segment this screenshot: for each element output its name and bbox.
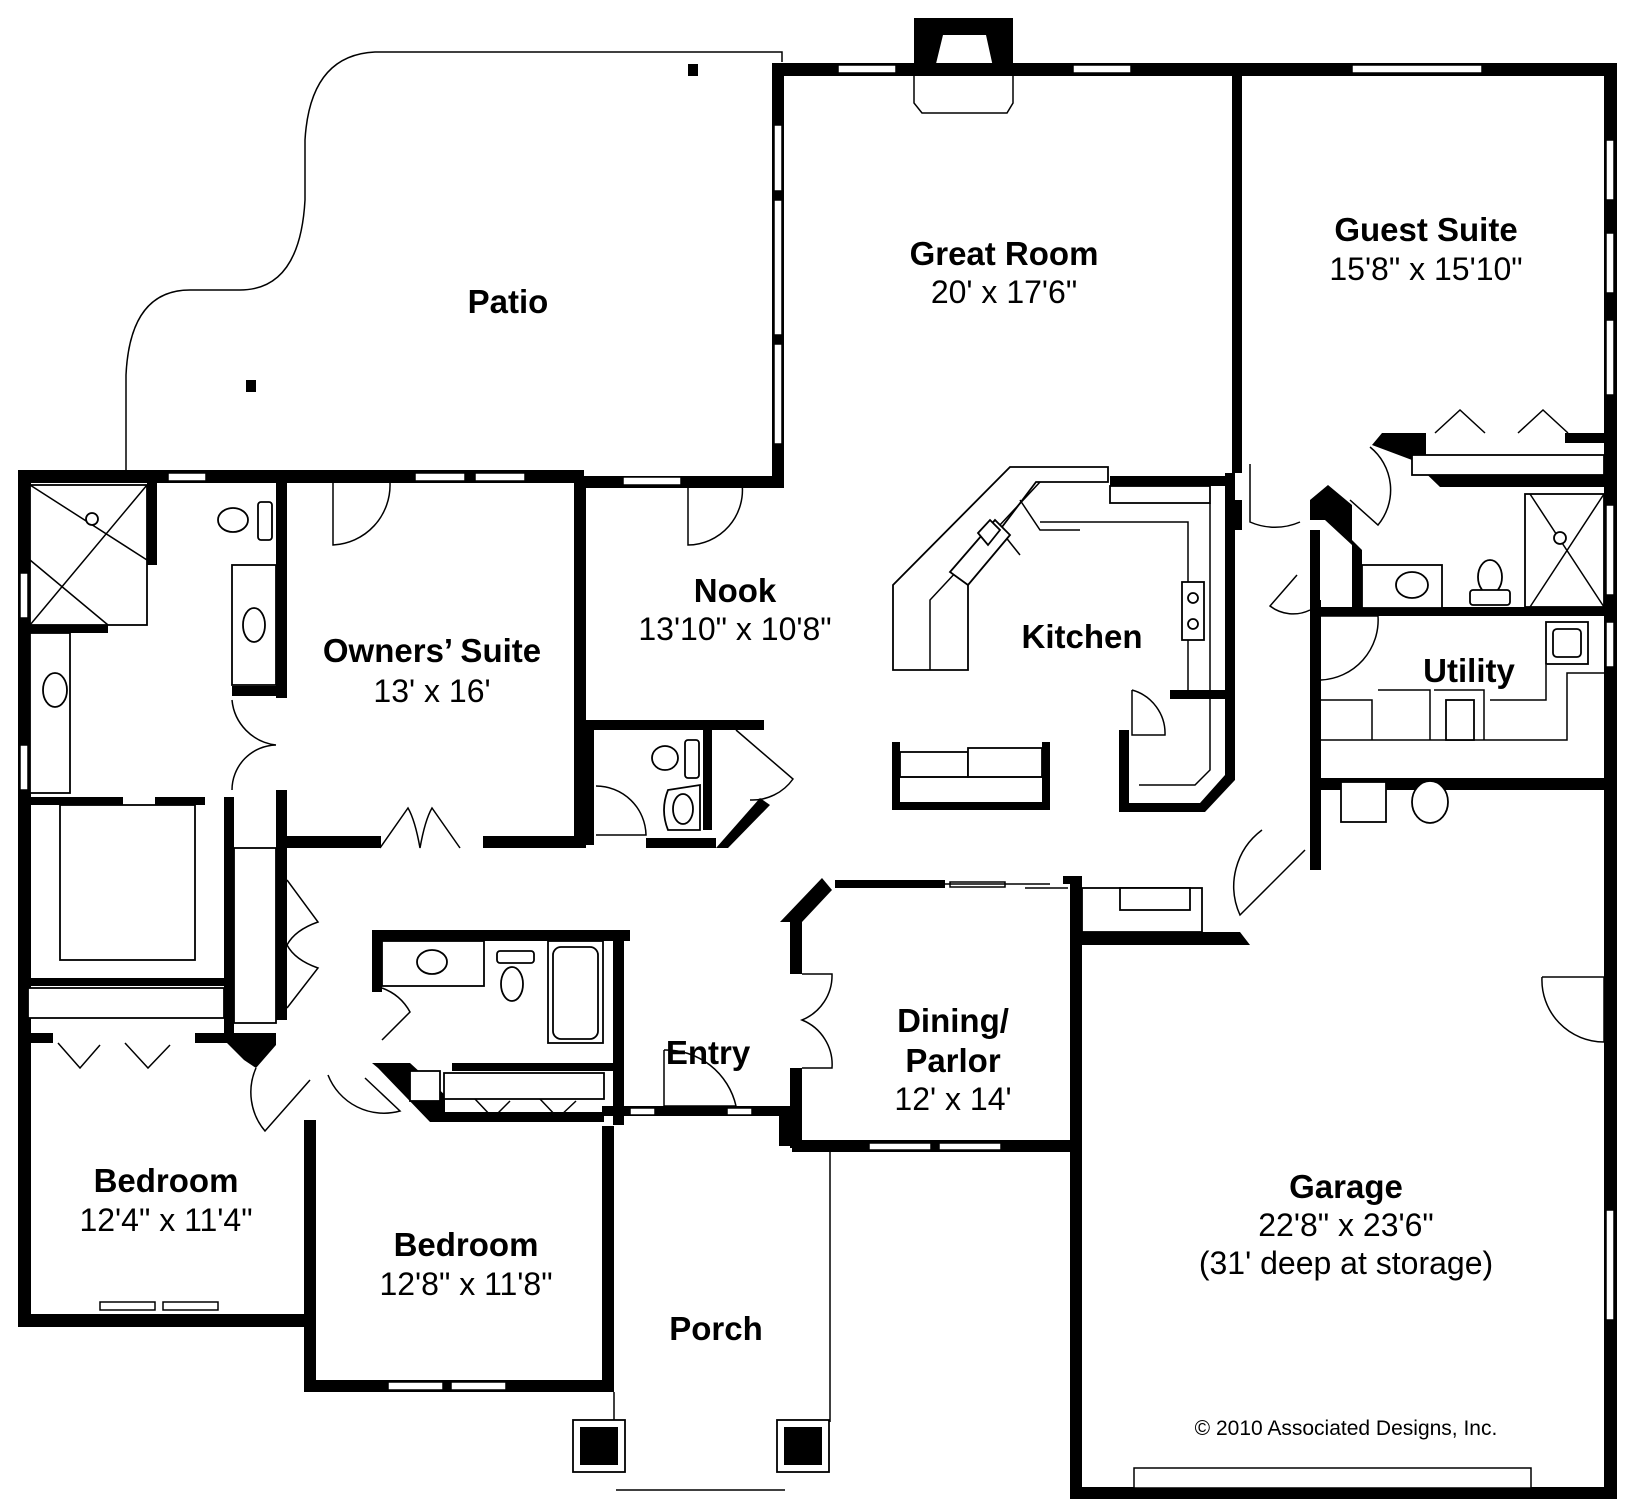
double-door-icon [379, 806, 461, 849]
bifold-door-icon [1434, 408, 1569, 434]
label-utility: Utility [1423, 652, 1515, 689]
door-swing-icon [1349, 446, 1392, 527]
toilet-icon [1477, 559, 1503, 595]
toilet-icon [217, 507, 249, 533]
door-swing-icon [250, 1067, 311, 1133]
dims-owners-suite: 13' x 16' [373, 673, 490, 709]
door-swing-icon [663, 1049, 737, 1107]
porch-column-icon [580, 1427, 618, 1465]
shower-drain-icon [85, 512, 99, 526]
note-garage: (31' deep at storage) [1199, 1245, 1493, 1281]
door-swing-icon [1541, 976, 1605, 1043]
doors [231, 446, 1605, 1133]
cooktop-icon [1181, 581, 1205, 641]
door-swing-icon [327, 1074, 402, 1114]
label-bedroom-1: Bedroom [94, 1162, 239, 1199]
fireplace-icon [914, 18, 1013, 76]
label-garage: Garage [1289, 1168, 1403, 1205]
label-owners-suite: Owners’ Suite [323, 632, 541, 669]
door-swing-icon [1233, 829, 1306, 917]
label-dining-line2: Parlor [905, 1042, 1001, 1079]
dims-guest-suite: 15'8" x 15'10" [1329, 251, 1522, 287]
door-swing-icon [1249, 464, 1301, 529]
door-swing-icon [735, 729, 795, 801]
label-porch: Porch [669, 1310, 763, 1347]
windows [19, 64, 1615, 1489]
label-guest-suite: Guest Suite [1334, 211, 1517, 248]
sink-icon [1395, 571, 1429, 599]
copyright-notice: © 2010 Associated Designs, Inc. [1195, 1417, 1498, 1440]
patio-outline [125, 51, 783, 470]
double-door-icon [286, 879, 320, 1009]
dims-great-room: 20' x 17'6" [931, 274, 1077, 310]
label-nook: Nook [694, 572, 777, 609]
door-swing-icon [1268, 574, 1311, 615]
dims-bedroom-1: 12'4" x 11'4" [79, 1202, 252, 1238]
dims-garage: 22'8" x 23'6" [1258, 1207, 1434, 1243]
sink-icon [42, 672, 68, 708]
dims-dining-parlor: 12' x 14' [894, 1081, 1011, 1117]
double-door-icon [231, 699, 277, 791]
patio-post-icon [246, 380, 256, 392]
furnace-icon [1411, 780, 1449, 824]
water-heater-icon [1340, 781, 1387, 823]
bathtub-icon [552, 946, 599, 1040]
sink-icon [242, 607, 266, 643]
label-great-room: Great Room [910, 235, 1099, 272]
burner-icon [1187, 618, 1199, 630]
bifold-door-icon [57, 1042, 171, 1070]
sink-icon [416, 949, 448, 975]
burner-icon [1187, 592, 1199, 604]
toilet-icon [500, 966, 524, 1002]
door-swing-icon [1131, 689, 1166, 736]
shower-drain-icon [1553, 531, 1567, 545]
dims-nook: 13'10" x 10'8" [638, 611, 831, 647]
patio-post-icon [688, 64, 698, 76]
label-bedroom-2: Bedroom [394, 1226, 539, 1263]
label-patio: Patio [468, 283, 549, 320]
door-swing-icon [687, 482, 744, 546]
porch-column-icon [784, 1427, 822, 1465]
door-swing-icon [381, 987, 411, 1041]
label-dining-line1: Dining/ [897, 1002, 1009, 1039]
dims-bedroom-2: 12'8" x 11'8" [379, 1266, 552, 1302]
sink-icon [672, 793, 694, 825]
door-swing-icon [332, 482, 391, 546]
double-sink-icon [948, 518, 1012, 587]
double-door-icon [799, 973, 833, 1069]
door-swing-icon [595, 785, 647, 836]
room-labels: Patio Great Room 20' x 17'6" Guest Suite… [79, 211, 1522, 1440]
bifold-door-icon [474, 1098, 577, 1120]
label-kitchen: Kitchen [1021, 618, 1142, 655]
fixtures [27, 408, 1605, 1491]
toilet-icon [651, 745, 679, 771]
door-swing-icon [1320, 615, 1379, 681]
label-entry: Entry [666, 1034, 751, 1071]
